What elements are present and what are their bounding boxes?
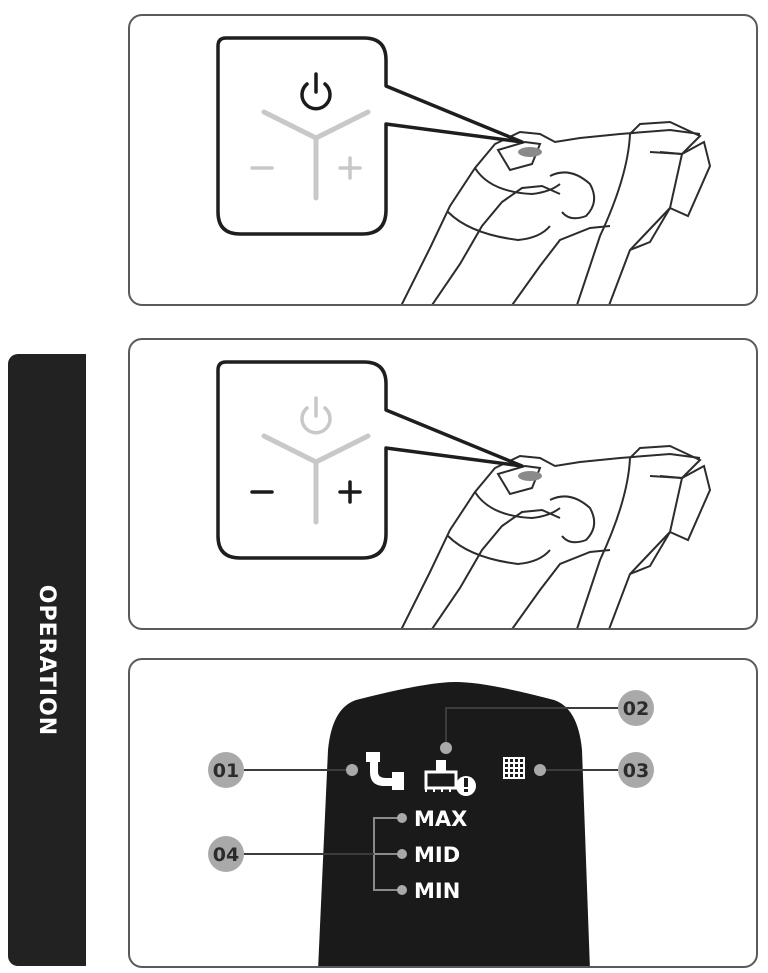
callout-number-03: 03 <box>623 760 649 782</box>
display-body <box>318 682 590 966</box>
section-tab-label: OPERATION <box>34 584 60 736</box>
callout-badge-02 <box>618 690 654 726</box>
control-y-shape <box>261 433 371 525</box>
control-y-shape <box>261 109 371 201</box>
vacuum-handle-illustration-1 <box>216 36 712 304</box>
callout-badge-01 <box>208 752 244 788</box>
mode-label-min: MIN <box>414 879 460 903</box>
vacuum-handle-outline <box>400 444 712 628</box>
illustration-power-button <box>128 14 758 306</box>
callout-dot-02 <box>440 742 452 754</box>
mode-dot-max <box>397 813 407 823</box>
callout-badge-03 <box>618 752 654 788</box>
illustration-display-panel: MAX MID MIN 01 02 03 04 <box>128 658 758 968</box>
zoom-callout-bubble <box>216 360 524 560</box>
power-icon <box>300 72 332 111</box>
callout-number-02: 02 <box>623 698 649 720</box>
callout-badge-04 <box>208 836 244 872</box>
callout-dot-03 <box>534 764 546 776</box>
callout-lines <box>244 707 618 855</box>
hose-icon <box>366 752 404 790</box>
section-tab: OPERATION <box>8 354 86 966</box>
suction-button-on-handle <box>518 471 542 481</box>
brush-clog-warning-icon <box>424 760 476 796</box>
mode-dot-mid <box>397 849 407 859</box>
plus-icon <box>338 480 362 504</box>
callout-number-01: 01 <box>213 760 239 782</box>
vacuum-handle-outline <box>400 120 712 304</box>
mode-label-max: MAX <box>414 807 467 831</box>
power-icon <box>300 396 332 435</box>
mode-label-mid: MID <box>414 843 460 867</box>
mode-dot-min <box>397 885 407 895</box>
callout-dot-01 <box>346 764 358 776</box>
plus-icon <box>338 156 362 180</box>
display-diagram: MAX MID MIN 01 02 03 04 <box>208 682 654 966</box>
callout-number-04: 04 <box>213 844 239 866</box>
filter-icon <box>503 757 525 779</box>
vacuum-handle-illustration-2 <box>216 360 712 628</box>
zoom-callout-bubble <box>216 36 524 236</box>
power-button-on-handle <box>518 147 542 157</box>
illustration-suction-buttons <box>128 338 758 630</box>
